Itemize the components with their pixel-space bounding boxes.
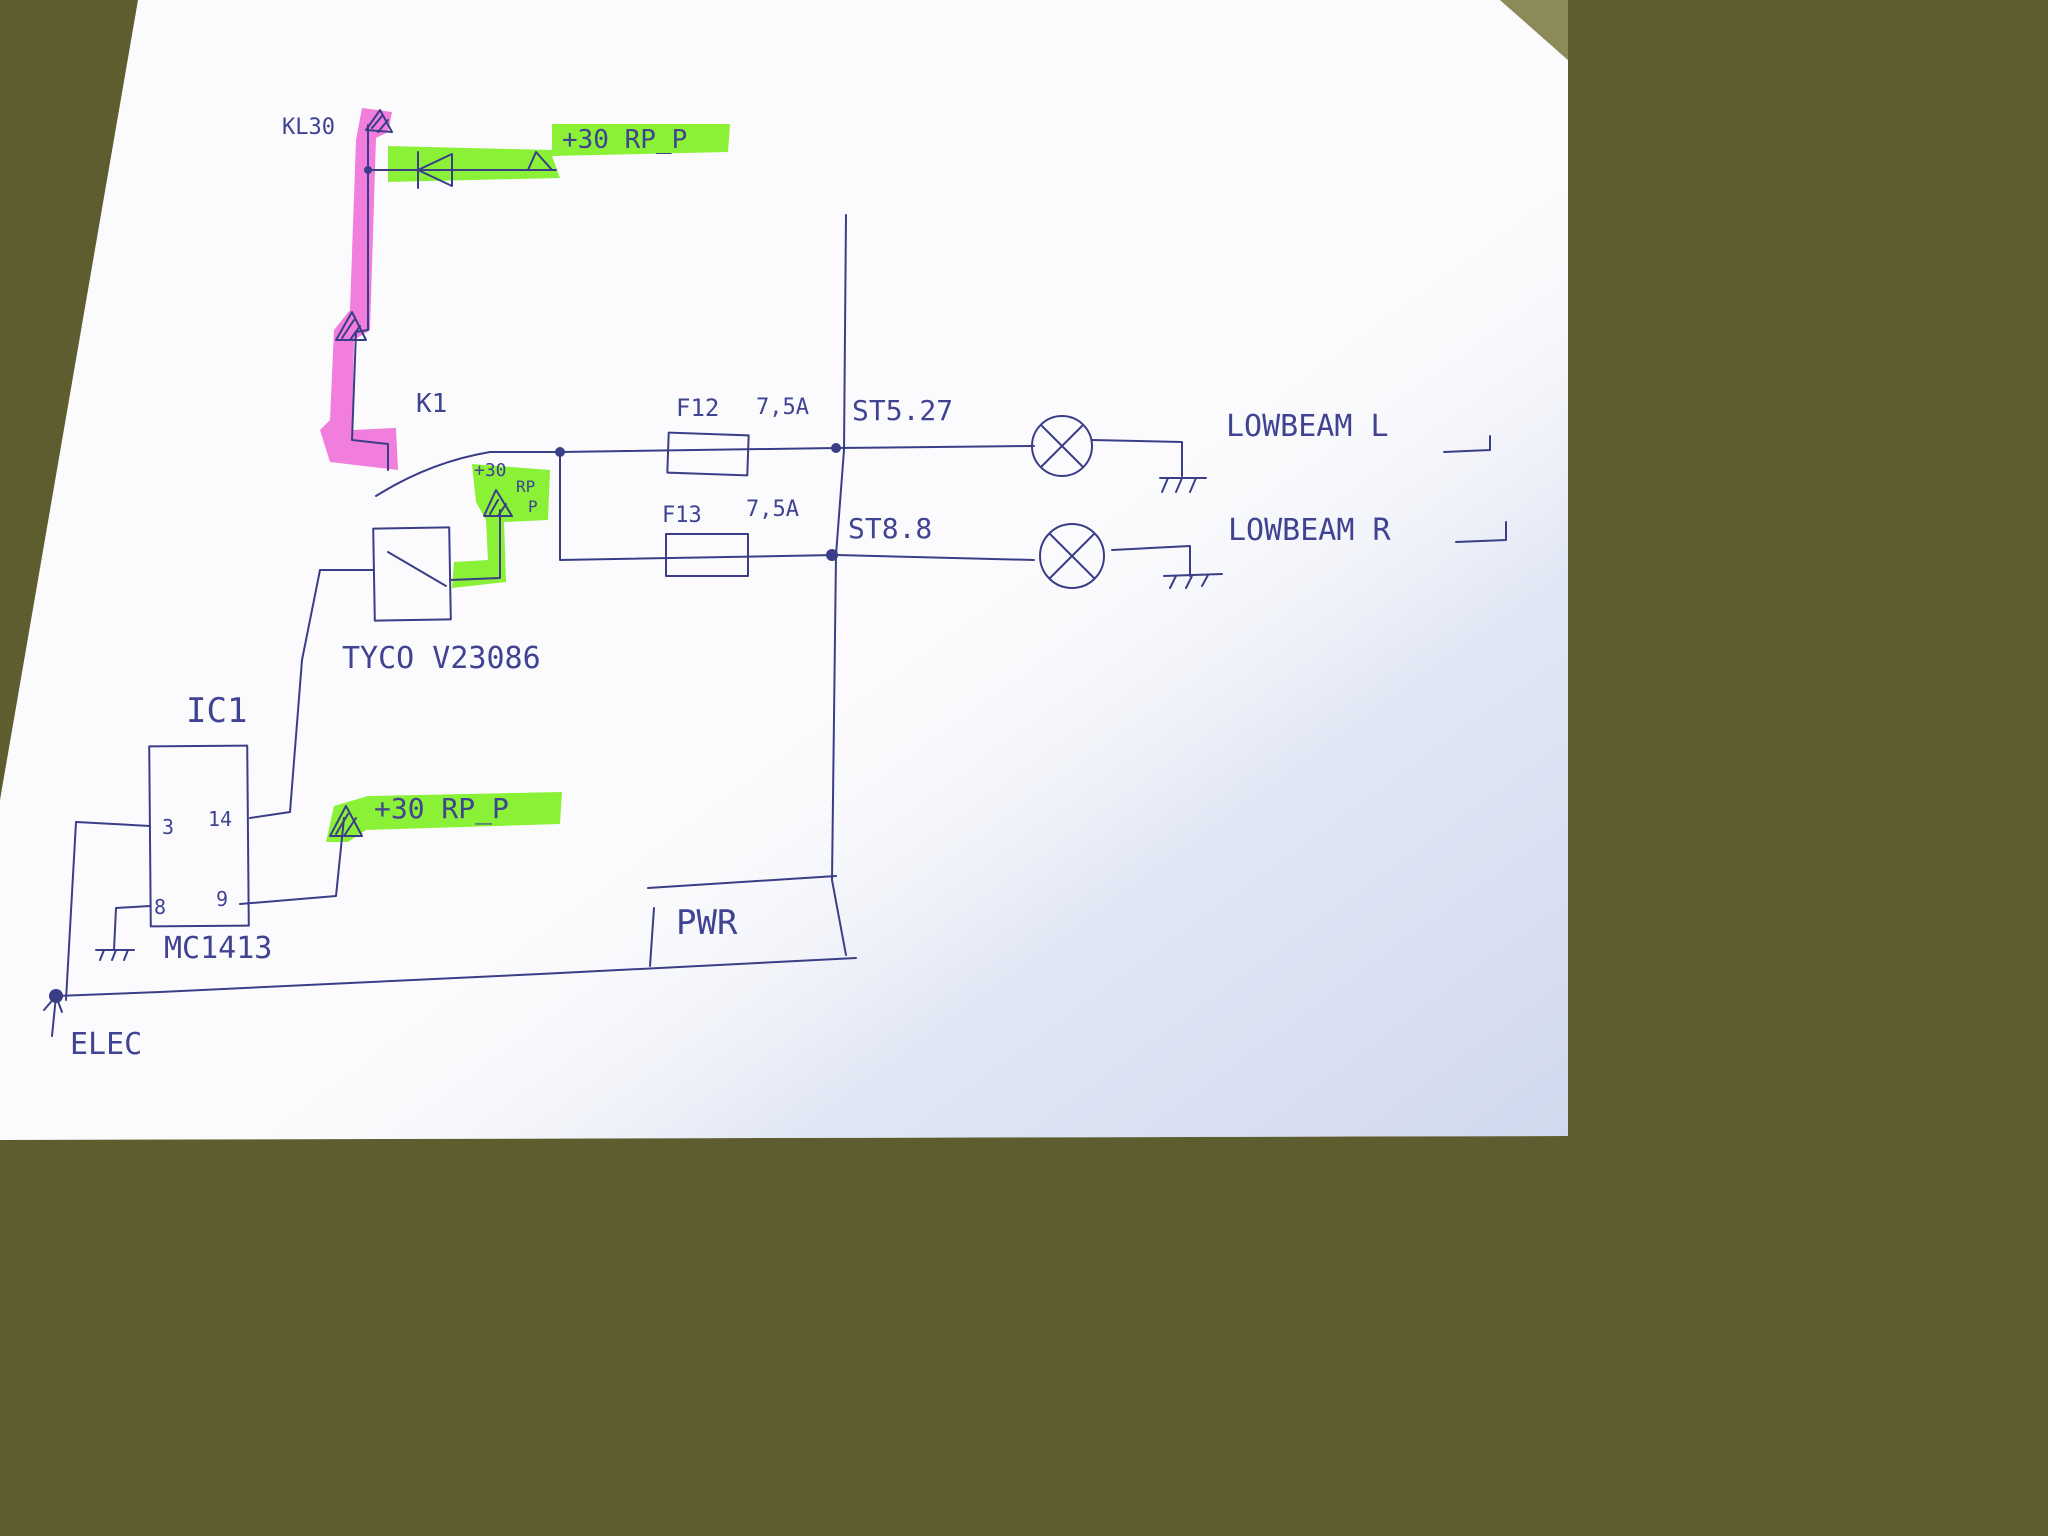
label-plus30-relay-a: +30 bbox=[474, 460, 507, 481]
pink-highlight-kl30-trace bbox=[320, 108, 398, 470]
label-plus30-relay-b: RP bbox=[516, 477, 535, 496]
label-pin-8: 8 bbox=[154, 895, 166, 919]
green-highlight-top bbox=[388, 124, 730, 182]
label-kl30: KL30 bbox=[282, 115, 335, 140]
label-mc1413: MC1413 bbox=[164, 931, 272, 966]
paper-corner bbox=[1500, 0, 1568, 60]
label-f13-rating: 7,5A bbox=[746, 497, 799, 522]
lamp-low-beam-left-icon bbox=[1031, 415, 1093, 477]
label-plus30-relay-c: P bbox=[528, 497, 538, 516]
label-pwr: PWR bbox=[676, 903, 738, 943]
label-plus30-bottom: +30 RP_P bbox=[374, 792, 509, 826]
ground-ic-icon bbox=[95, 949, 135, 961]
diode-icon bbox=[417, 151, 453, 189]
fuse-f12-icon bbox=[666, 431, 750, 477]
label-tyco: TYCO V23086 bbox=[342, 641, 541, 676]
junction-dots bbox=[49, 166, 841, 1003]
ic1-chip-icon bbox=[148, 744, 250, 928]
label-f12: F12 bbox=[676, 394, 719, 422]
label-pin-14: 14 bbox=[208, 807, 232, 831]
connector-relay-icon bbox=[483, 489, 513, 517]
label-k1: K1 bbox=[416, 389, 447, 419]
label-pin-9: 9 bbox=[216, 887, 228, 911]
lowbeam-l-bracket bbox=[1443, 435, 1491, 453]
label-st5-27: ST5.27 bbox=[852, 394, 953, 427]
connector-bottom-icon bbox=[329, 805, 363, 837]
ground-right-lamp-icon bbox=[1163, 573, 1223, 589]
label-elec: ELEC bbox=[70, 1027, 142, 1062]
label-ic1: IC1 bbox=[186, 691, 247, 731]
green-highlight-bottom bbox=[326, 792, 562, 842]
schematic-photo: KL30 +30 RP_P K1 F12 7,5A ST5.27 LOWBEAM… bbox=[0, 0, 1568, 1140]
paper-shadow bbox=[0, 0, 1568, 1140]
connector-kl30-icon bbox=[365, 109, 393, 133]
label-pin-3: 3 bbox=[162, 815, 174, 839]
lamp-low-beam-right-icon bbox=[1039, 523, 1105, 589]
label-st8-8: ST8.8 bbox=[848, 512, 932, 545]
ground-left-lamp-icon bbox=[1159, 477, 1207, 493]
label-f13: F13 bbox=[662, 503, 702, 528]
fuse-f13-icon bbox=[665, 533, 749, 577]
connector-top-icon bbox=[527, 151, 553, 171]
label-plus30-top: +30 RP_P bbox=[562, 125, 687, 155]
schematic-canvas: KL30 +30 RP_P K1 F12 7,5A ST5.27 LOWBEAM… bbox=[0, 0, 1568, 1140]
lowbeam-r-bracket bbox=[1455, 521, 1507, 543]
label-lowbeam-l: LOWBEAM L bbox=[1226, 409, 1389, 444]
relay-icon bbox=[372, 526, 452, 622]
connector-k1-icon bbox=[335, 311, 367, 341]
wires bbox=[43, 124, 1191, 1037]
label-lowbeam-r: LOWBEAM R bbox=[1228, 513, 1391, 548]
label-f12-rating: 7,5A bbox=[756, 395, 809, 420]
